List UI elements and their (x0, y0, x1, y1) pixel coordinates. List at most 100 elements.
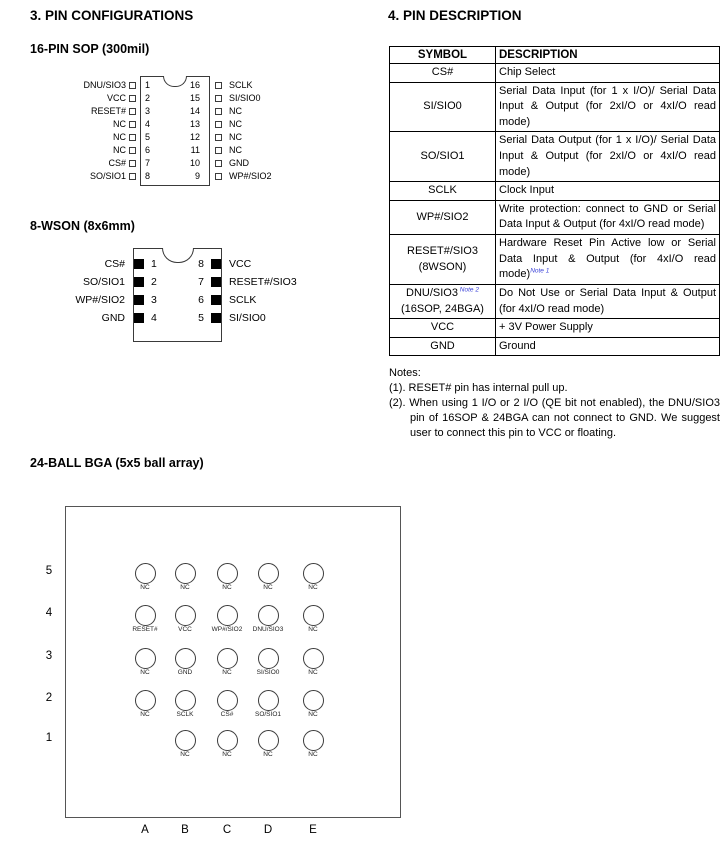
pin-pad (129, 134, 136, 141)
symbol-cell: CS# (389, 63, 496, 83)
symbol-text-line2: (8WSON) (418, 260, 467, 273)
bga-ball (175, 563, 196, 584)
pin-pad (129, 147, 136, 154)
bga-ball-label: NC (308, 669, 318, 676)
description-cell: Serial Data Output (for 1 x I/O)/ Serial… (495, 131, 720, 183)
pin-pad (211, 295, 221, 305)
description-text: Write protection: connect to GND or Seri… (499, 202, 716, 231)
bga24-title: 24-BALL BGA (5x5 ball array) (30, 456, 204, 470)
pin-label: VCC (106, 93, 126, 103)
symbol-text: GND (430, 339, 455, 352)
pin-number: 7 (145, 158, 151, 168)
bga-ball (217, 563, 238, 584)
pin-label: WP#/SIO2 (75, 294, 125, 306)
bga-ball-label: NC (180, 584, 190, 591)
symbol-text: SI/SIO0 (423, 100, 462, 113)
pin-pad (134, 277, 144, 287)
pin-number: 12 (189, 132, 200, 142)
bga-ball (135, 648, 156, 669)
description-cell: Write protection: connect to GND or Seri… (495, 199, 720, 236)
pin-number: 3 (151, 294, 157, 306)
pin-pad (211, 313, 221, 323)
symbol-text: WP#/SIO2 (416, 210, 469, 223)
pin-label: RESET# (90, 106, 126, 116)
symbol-cell: SO/SIO1 (389, 131, 496, 183)
pin-pad (129, 160, 136, 167)
bga-ball (217, 648, 238, 669)
pin-label: NC (229, 145, 242, 155)
pin-label: SI/SIO0 (229, 312, 266, 324)
symbol-text: SO/SIO1 (420, 150, 465, 163)
symbol-cell: VCC (389, 318, 496, 338)
pin-number: 11 (190, 145, 200, 155)
bga-ball-label: NC (222, 669, 232, 676)
bga-ball-label: NC (308, 711, 318, 718)
pin-number: 8 (198, 258, 204, 270)
pin-pad (211, 259, 221, 269)
pin-number: 9 (194, 171, 200, 181)
pin-pad (215, 108, 222, 115)
bga-ball-label: NC (140, 711, 150, 718)
bga-ball-label: GND (177, 669, 193, 676)
bga-col-label: D (263, 824, 273, 836)
bga-row-label: 5 (45, 565, 53, 577)
symbol-cell: RESET#/SIO3(8WSON) (389, 234, 496, 285)
symbol-text: CS# (431, 66, 454, 79)
bga-ball (258, 563, 279, 584)
pin-pad (129, 121, 136, 128)
bga-ball (303, 730, 324, 751)
bga-row-label: 2 (45, 692, 53, 704)
table-row: VCC+ 3V Power Supply (389, 318, 720, 338)
table-header-symbol: SYMBOL (389, 46, 496, 64)
pin-pad (134, 259, 144, 269)
bga-col-label: B (181, 824, 189, 836)
table-row: GND Ground (389, 336, 720, 357)
notes-title: Notes: (389, 367, 421, 379)
description-cell: Ground (495, 336, 720, 357)
pin-label: SCLK (229, 80, 253, 90)
description-text: Chip Select (499, 66, 556, 78)
bga-ball (175, 730, 196, 751)
pin-number: 13 (189, 119, 200, 129)
bga-ball-label: RESET# (132, 626, 158, 633)
bga-ball (217, 730, 238, 751)
wson8-title: 8-WSON (8x6mm) (30, 219, 135, 233)
table-row: RESET#/SIO3(8WSON)Hardware Reset Pin Act… (389, 234, 720, 285)
bga-row-label: 1 (45, 732, 53, 744)
pin-label: SO/SIO1 (89, 171, 126, 181)
bga-ball (303, 648, 324, 669)
description-cell: Hardware Reset Pin Active low or Serial … (495, 234, 720, 285)
symbol-text: VCC (430, 321, 455, 334)
symbol-text: DNU/SIO3 (406, 287, 458, 300)
pin-number: 6 (145, 145, 151, 155)
bga-ball (258, 690, 279, 711)
bga-ball-label: VCC (178, 626, 192, 633)
pin-number: 2 (151, 276, 157, 288)
pin-pad (129, 108, 136, 115)
pin-label: NC (229, 106, 242, 116)
table-header-row: SYMBOL DESCRIPTION (389, 46, 720, 64)
table-row: DNU/SIO3 Note 2(16SOP, 24BGA)Do Not Use … (389, 283, 720, 320)
bga-ball-label: NC (308, 751, 318, 758)
symbol-cell: WP#/SIO2 (389, 199, 496, 236)
bga-ball (258, 648, 279, 669)
bga-ball-label: NC (263, 751, 273, 758)
bga-ball (303, 605, 324, 626)
bga-ball-label: NC (308, 626, 318, 633)
pin-label: DNU/SIO3 (83, 80, 126, 90)
bga-row-label: 3 (45, 650, 53, 662)
bga-ball (303, 690, 324, 711)
description-cell: Do Not Use or Serial Data Input & Output… (495, 283, 720, 320)
